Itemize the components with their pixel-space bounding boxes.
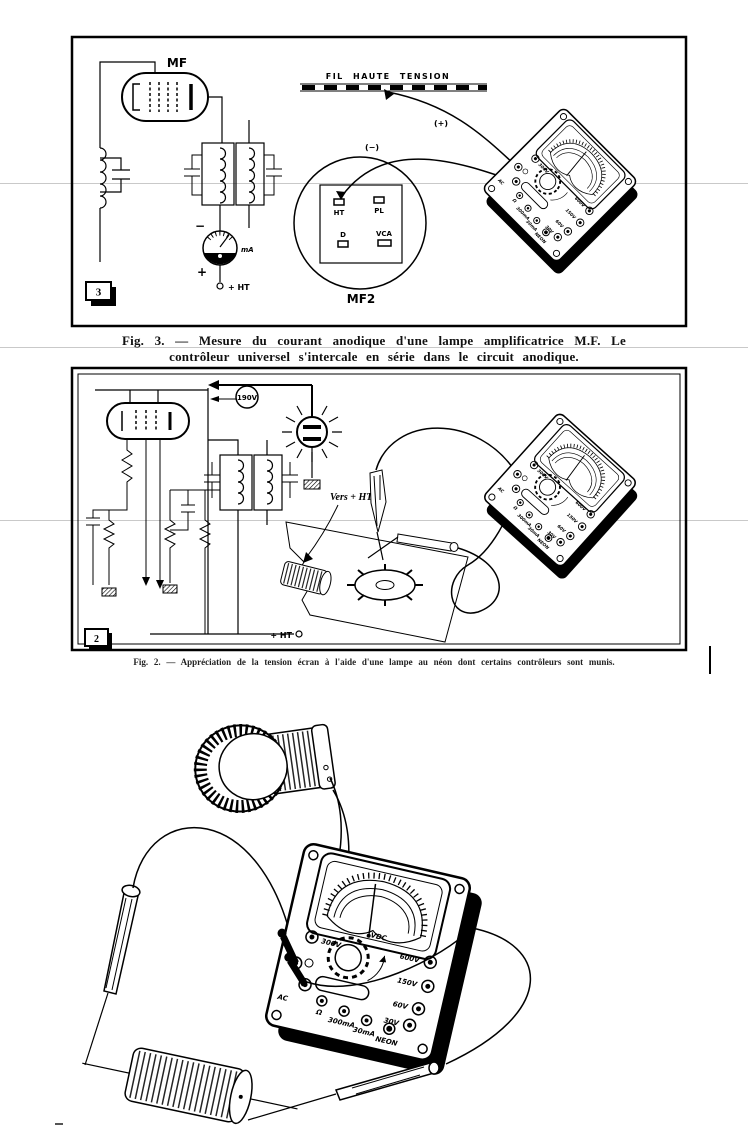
positive-lead-label: (+) [434,119,448,128]
output-stage-schematic: + HT [86,380,313,640]
ht-terminal-label: + HT [228,283,250,292]
figure3-border [70,35,688,328]
chassis-capacitor-icon [280,561,332,596]
figure3-drawing: MF mA − + + HT [70,35,688,328]
jack-ac-label: AC [276,993,290,1004]
screen-voltage-label: 190V [237,394,258,402]
figure3-number-box: 3 [85,281,116,306]
test-probe-icon [367,533,459,559]
scan-artifact-mark [55,1123,63,1125]
jack-ohm-label: Ω [511,504,519,512]
tube-mf-icon: MF [121,56,209,122]
left-probe-wire [132,826,295,951]
terminal-vca-label: VCA [376,230,393,238]
figure3-caption: Fig. 3. — Mesure du courant anodique d'u… [0,333,748,366]
chassis-sketch: Vers + HT [280,492,469,643]
jack-30v-label: 30V [546,530,557,541]
multimeter-icon: 300V 600V 150V 60V 30V AC Ω 300mA 30m [483,108,638,274]
left-probe-icon [84,884,141,1066]
right-probe-icon [247,1061,444,1121]
tube-socket-icon [347,564,423,606]
ht-terminal-label: + HT [270,631,292,640]
plug-connector-icon [193,723,336,814]
figure2-drawing: + HT 190V [70,366,688,652]
alligator-clip-icon [369,469,387,561]
multimeter-icon: VDC 300V 600V 150V 60V 30V AC [265,843,482,1075]
right-probe-wire [306,927,532,1065]
capacitor-icon [82,1047,298,1125]
jack-ohm-label: Ω [314,1008,323,1017]
vers-ht-label: Vers + HT [330,492,373,503]
tube-label: MF [167,56,187,70]
meter-plus-label: + [197,265,207,279]
caption-line: Fig. 3. — Mesure du courant anodique d'u… [122,333,626,348]
jack-60v-label: 60V [554,219,565,230]
meter-face-label: VDC [370,931,389,943]
neon-lamp-icon [282,402,342,490]
ht-wire: FIL HAUTE TENSION [300,72,487,92]
figure2-number-box: 2 [84,628,112,651]
scan-artifact-tick [709,646,711,674]
jack-ohm-label: Ω [510,197,518,205]
figure2-caption: Fig. 2. — Appréciation de la tension écr… [133,657,615,667]
ht-wire-label: FIL HAUTE TENSION [326,72,451,81]
jack-ac-label: AC [496,485,506,495]
jack-30v-label: 30V [383,1016,400,1027]
figure2-border [70,366,688,652]
terminal-ht-label: HT [334,209,345,217]
if-transformer-icon [184,120,282,231]
caption-line: contrôleur universel s'intercale en séri… [169,349,579,365]
clip-wire [375,427,518,475]
test-lead-plug [277,928,309,987]
svg-text:3: 3 [96,287,102,299]
jack-60v-label: 60V [392,1000,409,1011]
scan-artifact-line [0,347,748,348]
ma-meter-icon: mA − + + HT [195,219,254,292]
if-input-circuit [99,61,156,262]
jack-30v-label: 30V [544,224,555,235]
anode-wire [208,96,223,143]
negative-lead-wire [341,158,515,197]
jack-ac-label: AC [496,177,506,187]
multimeter-icon: 300V 600V 150V 60V 30V AC Ω 300mA 30m [484,413,638,579]
capacitor-test-illustration: VDC 300V 600V 150V 60V 30V AC [82,723,532,1125]
meter-unit-label: mA [241,246,254,254]
svg-text:2: 2 [94,634,99,645]
voltage-callout: 190V [210,385,259,409]
scan-artifact-line [0,520,748,521]
positive-lead-wire [387,91,517,167]
probe-wire [450,488,517,614]
terminal-d-label: D [340,231,346,239]
terminal-pl-label: PL [374,207,384,215]
negative-lead-label: (−) [365,143,379,152]
scan-artifact-line [0,183,748,184]
socket-name-label: MF2 [347,292,376,306]
mf2-socket: HT PL D VCA MF2 [293,156,427,306]
jack-60v-label: 60V [556,524,567,535]
meter-minus-label: − [195,219,205,233]
